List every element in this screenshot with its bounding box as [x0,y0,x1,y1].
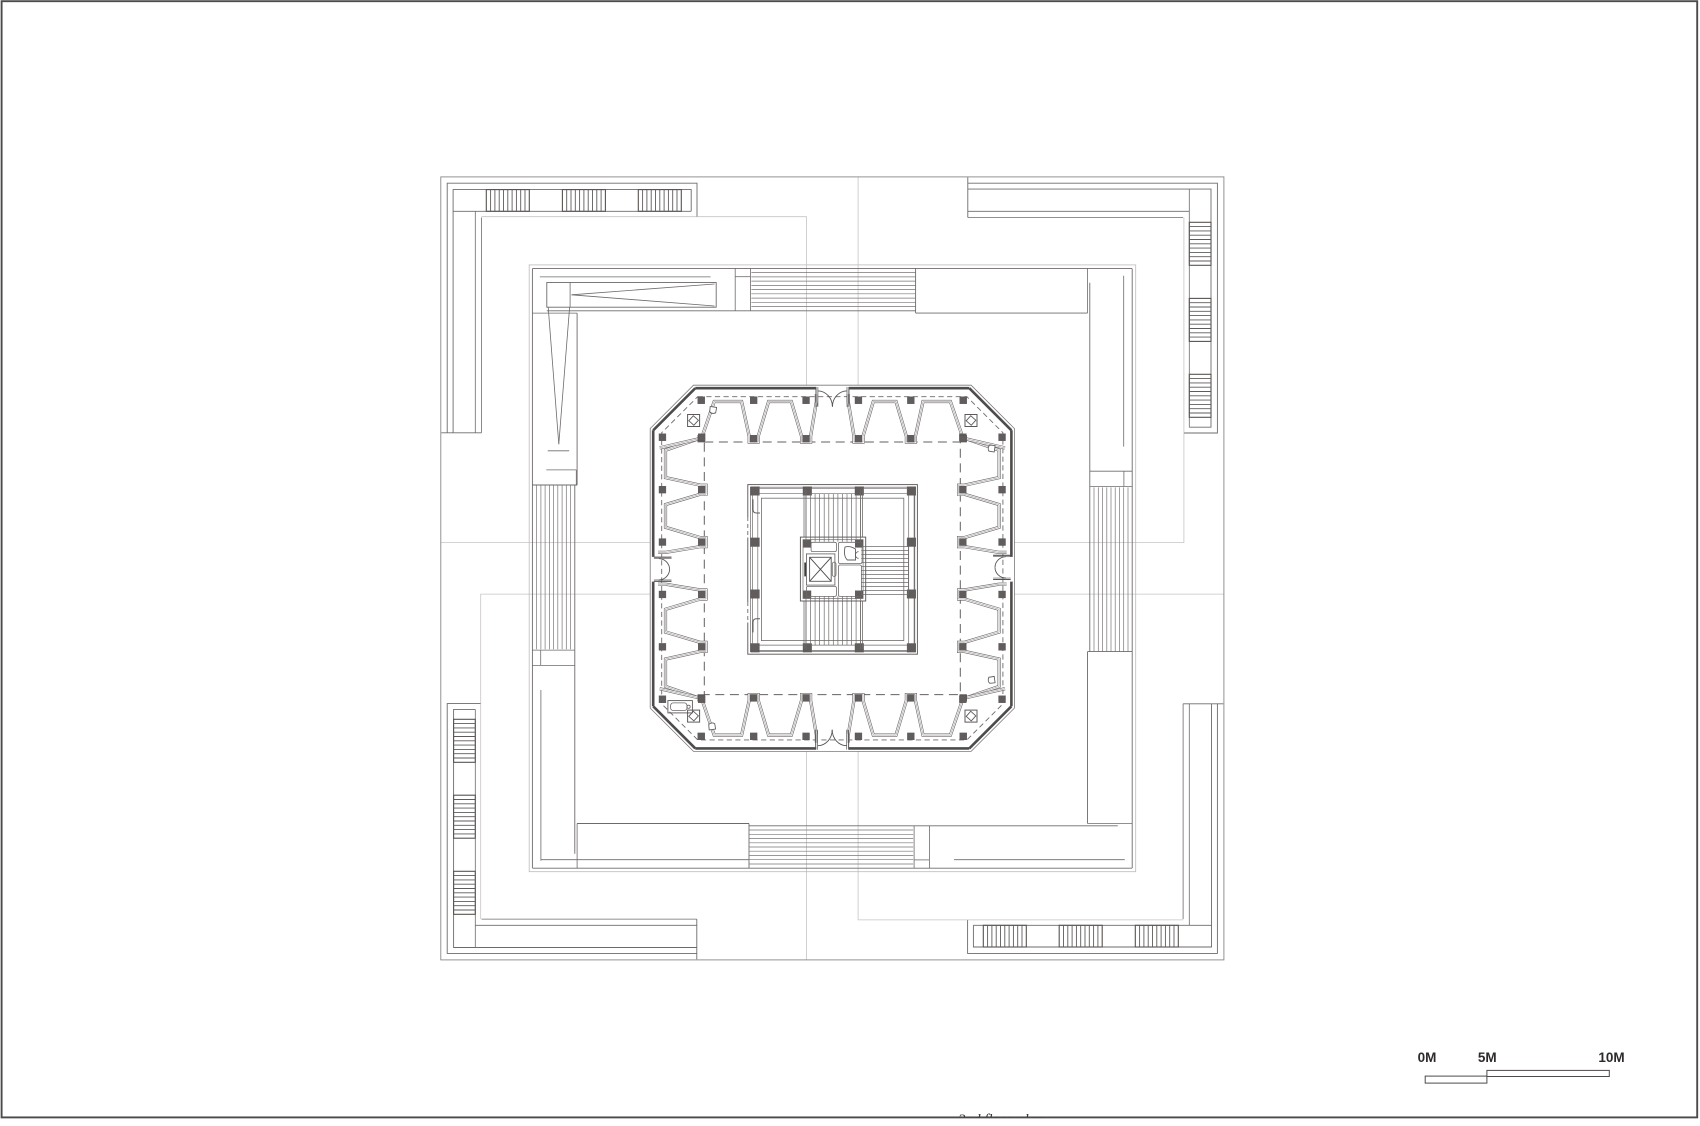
svg-text:2nd floor plan: 2nd floor plan [958,1112,1044,1121]
svg-text:10M: 10M [1598,1050,1624,1065]
svg-text:0M: 0M [1418,1050,1437,1065]
svg-text:5M: 5M [1478,1050,1497,1065]
